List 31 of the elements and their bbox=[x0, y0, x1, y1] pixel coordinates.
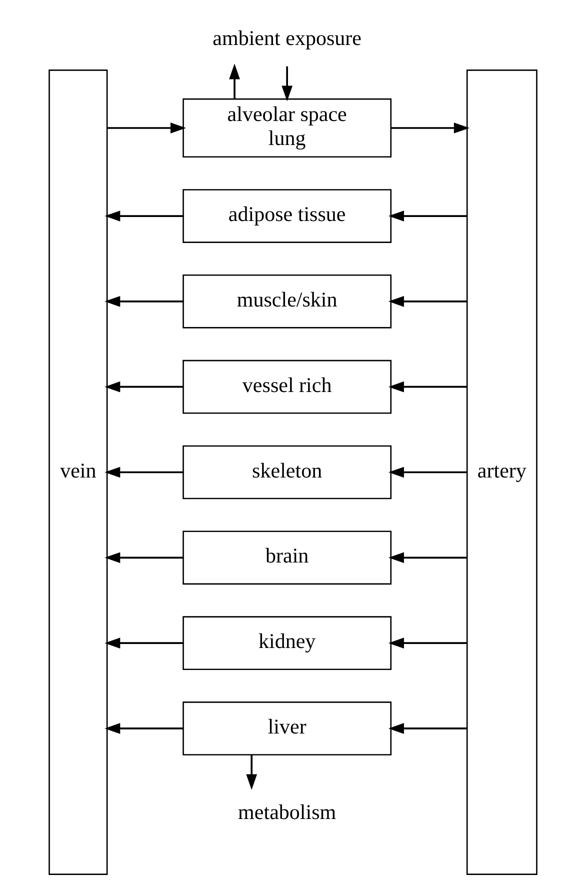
arrow bbox=[388, 466, 466, 478]
arrow bbox=[104, 210, 183, 222]
arrow bbox=[388, 210, 466, 222]
arrow bbox=[228, 64, 240, 99]
arrow bbox=[104, 723, 183, 734]
arrow bbox=[104, 638, 183, 648]
arrow bbox=[106, 122, 186, 134]
node-box: kidney bbox=[182, 616, 392, 670]
node-box: skeleton bbox=[182, 445, 392, 500]
arrow bbox=[104, 296, 183, 307]
arrow bbox=[388, 296, 466, 307]
arrow bbox=[281, 66, 292, 102]
node-text: metabolism bbox=[238, 800, 336, 824]
node-box: vein bbox=[48, 70, 108, 875]
node-box: artery bbox=[466, 70, 537, 875]
arrow bbox=[388, 638, 466, 648]
arrow bbox=[388, 723, 466, 734]
arrow bbox=[246, 755, 257, 790]
node-box: liver bbox=[182, 702, 392, 756]
arrow bbox=[104, 466, 183, 478]
node-box: alveolar space lung bbox=[182, 98, 392, 158]
node-box: adipose tissue bbox=[182, 189, 392, 243]
node-box: brain bbox=[182, 530, 392, 585]
node-box: vessel rich bbox=[182, 360, 392, 414]
arrow bbox=[390, 122, 469, 134]
arrow bbox=[388, 381, 466, 392]
node-box: muscle/skin bbox=[182, 274, 392, 328]
node-text: ambient exposure bbox=[212, 26, 361, 50]
arrow bbox=[388, 552, 466, 564]
arrow bbox=[104, 381, 183, 392]
arrow bbox=[104, 552, 183, 564]
